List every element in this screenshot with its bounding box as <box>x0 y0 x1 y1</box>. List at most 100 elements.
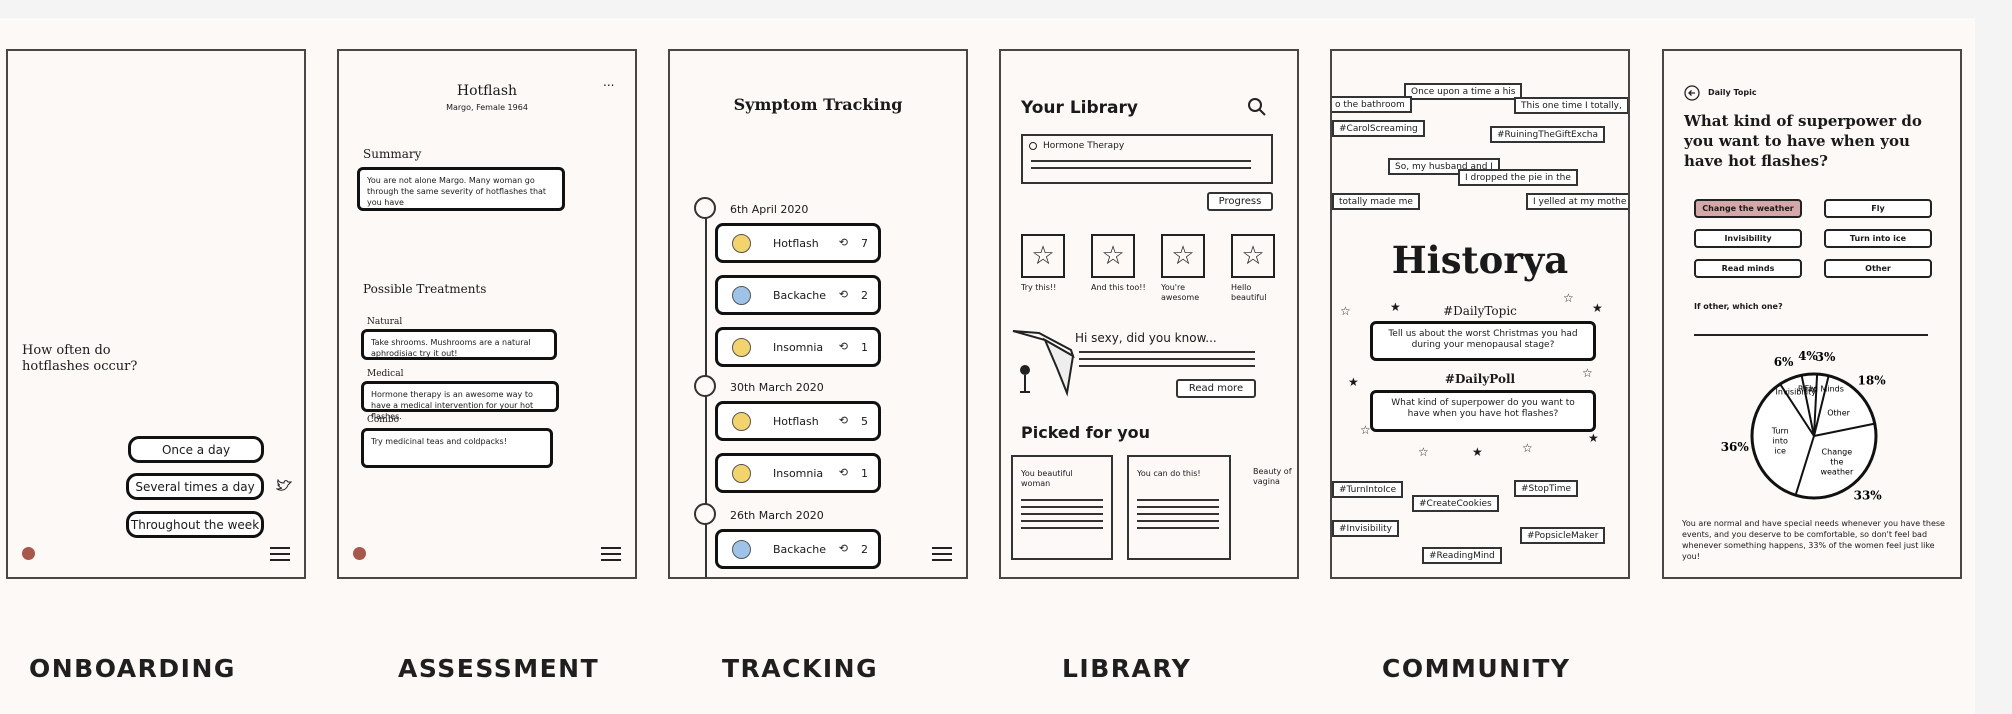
picked-card-title[interactable]: Beauty of vagina <box>1253 467 1292 486</box>
picked-card[interactable]: You beautiful woman <box>1011 455 1113 560</box>
library-item-title: Hormone Therapy <box>1043 141 1125 151</box>
star-icon[interactable]: ☆ <box>1231 234 1275 278</box>
story-tag[interactable]: totally made me <box>1332 193 1420 210</box>
poll-option-invisibility[interactable]: Invisibility <box>1694 229 1802 248</box>
more-icon[interactable]: ... <box>603 75 615 89</box>
daily-topic-card[interactable]: Tell us about the worst Christmas you ha… <box>1370 321 1596 361</box>
repeat-icon: ⟲ <box>838 414 848 427</box>
story-tag[interactable]: Once upon a time a his <box>1404 83 1523 100</box>
onboarding-screen: How often do hotflashes occur? Once a da… <box>6 49 306 579</box>
star-icon[interactable]: ☆ <box>1021 234 1065 278</box>
story-tag[interactable]: This one time I totally, <box>1514 97 1628 114</box>
star-icon: ☆ <box>1563 291 1574 305</box>
treatment-medical[interactable]: Hormone therapy is an awesome way to hav… <box>361 381 559 421</box>
onboarding-question: How often do hotflashes occur? <box>22 343 138 374</box>
library-item-card[interactable]: Hormone Therapy <box>1021 134 1273 184</box>
weary-face-icon <box>732 464 751 483</box>
pie-percent-label: 36% <box>1721 440 1750 454</box>
treatment-natural[interactable]: Take shrooms. Mushrooms are a natural ap… <box>361 329 557 360</box>
picked-card-title: You beautiful woman <box>1021 469 1073 488</box>
other-prompt: If other, which one? <box>1694 302 1783 311</box>
progress-button[interactable]: Progress <box>1207 192 1273 211</box>
option-once-a-day[interactable]: Once a day <box>128 436 264 463</box>
hashtag[interactable]: #StopTime <box>1514 480 1579 497</box>
caption-tracking: TRACKING <box>722 654 879 683</box>
assessment-screen: Hotflash Margo, Female 1964 ... Summary … <box>337 49 637 579</box>
story-tag[interactable]: #RuiningTheGiftExcha <box>1490 126 1605 143</box>
pie-slice-label: Other <box>1827 408 1850 417</box>
star-caption: You're awesome <box>1161 283 1200 302</box>
star-icon: ☆ <box>1340 304 1351 318</box>
daily-poll-card[interactable]: What kind of superpower do you want to h… <box>1370 390 1596 432</box>
pie-percent-label: 33% <box>1854 488 1883 502</box>
symptom-card[interactable]: Hotflash⟲7 <box>715 223 881 263</box>
picked-heading: Picked for you <box>1021 423 1151 442</box>
pie-slice-divider <box>1813 422 1875 437</box>
picked-card[interactable]: You can do this! <box>1127 455 1231 560</box>
star-icon[interactable]: ☆ <box>1161 234 1205 278</box>
star-icon[interactable]: ☆ <box>1091 234 1135 278</box>
option-throughout-the-week[interactable]: Throughout the week <box>126 511 264 538</box>
symptom-label: Hotflash <box>773 237 819 250</box>
sweat-face-icon <box>732 234 751 253</box>
search-icon[interactable] <box>1247 97 1267 117</box>
option-several-times-a-day[interactable]: Several times a day <box>126 473 264 500</box>
menu-icon[interactable] <box>601 547 621 561</box>
megaphone-icon <box>1012 330 1075 397</box>
sweat-face-icon <box>732 412 751 431</box>
tracking-date: 30th March 2020 <box>730 381 824 394</box>
summary-heading: Summary <box>363 147 422 161</box>
story-tag[interactable]: o the bathroom <box>1332 96 1412 113</box>
brand-logo: Historya <box>1391 238 1569 282</box>
hashtag[interactable]: #Invisibility <box>1332 520 1399 537</box>
pie-percent-label: 6% <box>1774 355 1794 369</box>
star-icon: ★ <box>1592 301 1603 315</box>
poll-footer: You are normal and have special needs wh… <box>1682 519 1945 561</box>
star-caption: Try this!! <box>1021 283 1057 292</box>
repeat-icon: ⟲ <box>838 288 848 301</box>
pie-slice-divider <box>1813 374 1819 437</box>
symptom-count: 2 <box>861 289 868 302</box>
star-icon: ★ <box>1348 375 1359 389</box>
poll-option-turn-into-ice[interactable]: Turn into ice <box>1824 229 1932 248</box>
pie-percent-label: 4% <box>1798 351 1818 363</box>
pie-percent-label: 3% <box>1816 351 1836 364</box>
progress-dot <box>22 547 35 560</box>
read-more-button[interactable]: Read more <box>1176 379 1256 398</box>
story-tag[interactable]: I yelled at my mothe <box>1526 193 1628 210</box>
tracking-screen: Symptom Tracking 6th April 2020 30th Mar… <box>668 49 968 579</box>
poll-option-fly[interactable]: Fly <box>1824 199 1932 218</box>
pie-slice-divider <box>1794 435 1815 496</box>
poll-option-other[interactable]: Other <box>1824 259 1932 278</box>
hashtag[interactable]: #CreateCookies <box>1412 495 1499 512</box>
symptom-card[interactable]: Insomnia⟲1 <box>715 453 881 493</box>
symptom-count: 1 <box>861 467 868 480</box>
repeat-icon: ⟲ <box>838 466 848 479</box>
symptom-count: 5 <box>861 415 868 428</box>
story-tag[interactable]: #CarolScreaming <box>1332 120 1425 137</box>
hashtag[interactable]: #TurnIntoIce <box>1332 481 1404 498</box>
caption-community: COMMUNITY <box>1382 654 1571 683</box>
hashtag[interactable]: #PopsicleMaker <box>1520 527 1606 544</box>
pie-slice-divider <box>1800 375 1815 437</box>
symptom-card[interactable]: Hotflash⟲5 <box>715 401 881 441</box>
back-arrow-icon[interactable] <box>1684 85 1700 101</box>
poll-option-change-weather[interactable]: Change the weather <box>1694 199 1802 218</box>
daily-topic-label: #DailyTopic <box>1443 304 1517 318</box>
symptom-card[interactable]: Backache⟲2 <box>715 529 881 569</box>
treatment-combo[interactable]: Try medicinal teas and coldpacks! <box>361 428 553 468</box>
symptom-label: Insomnia <box>773 341 824 354</box>
symptom-card[interactable]: Insomnia⟲1 <box>715 327 881 367</box>
other-input[interactable] <box>1694 334 1928 336</box>
pie-slice-divider <box>1813 375 1830 437</box>
menu-icon[interactable] <box>932 547 952 561</box>
back-label: Daily Topic <box>1708 88 1757 97</box>
menu-icon[interactable] <box>270 547 290 561</box>
story-tag[interactable]: I dropped the pie in the <box>1458 169 1578 186</box>
symptom-card[interactable]: Backache⟲2 <box>715 275 881 315</box>
symptom-count: 1 <box>861 341 868 354</box>
hashtag[interactable]: #ReadingMind <box>1422 547 1502 564</box>
poll-option-read-minds[interactable]: Read minds <box>1694 259 1802 278</box>
